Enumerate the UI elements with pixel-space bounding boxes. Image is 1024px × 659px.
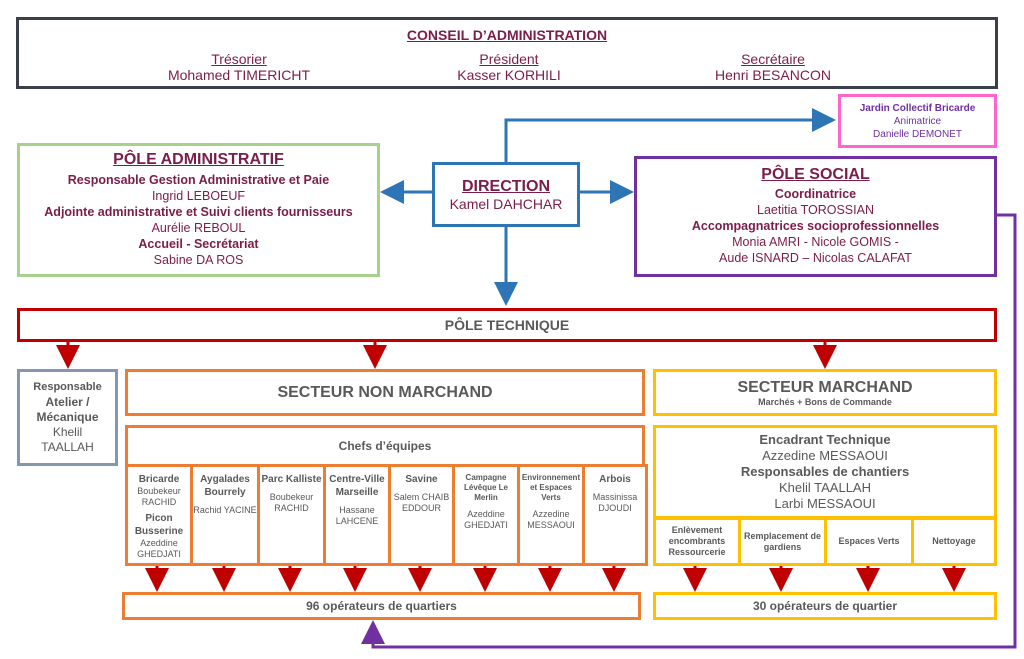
conseil-title: CONSEIL D’ADMINISTRATION bbox=[406, 27, 608, 43]
chefs-equipes: Chefs d’équipes bbox=[125, 425, 645, 467]
operateurs-marchand: 30 opérateurs de quartier bbox=[653, 592, 997, 620]
social-feedback-line bbox=[361, 213, 1017, 649]
arrow-to-jardin bbox=[504, 108, 836, 162]
pole-technique: PÔLE TECHNIQUE bbox=[17, 308, 997, 342]
pole-administratif: PÔLE ADMINISTRATIF Responsable Gestion A… bbox=[17, 143, 380, 277]
operateurs-non-marchand: 96 opérateurs de quartiers bbox=[122, 592, 641, 620]
activity-box: Enlèvement encombrants Ressourcerie bbox=[653, 517, 741, 566]
activity-box: Nettoyage bbox=[911, 517, 997, 566]
secteur-non-marchand: SECTEUR NON MARCHAND bbox=[125, 369, 645, 416]
activity-box: Espaces Verts bbox=[824, 517, 914, 566]
activity-box: Remplacement de gardiens bbox=[738, 517, 827, 566]
